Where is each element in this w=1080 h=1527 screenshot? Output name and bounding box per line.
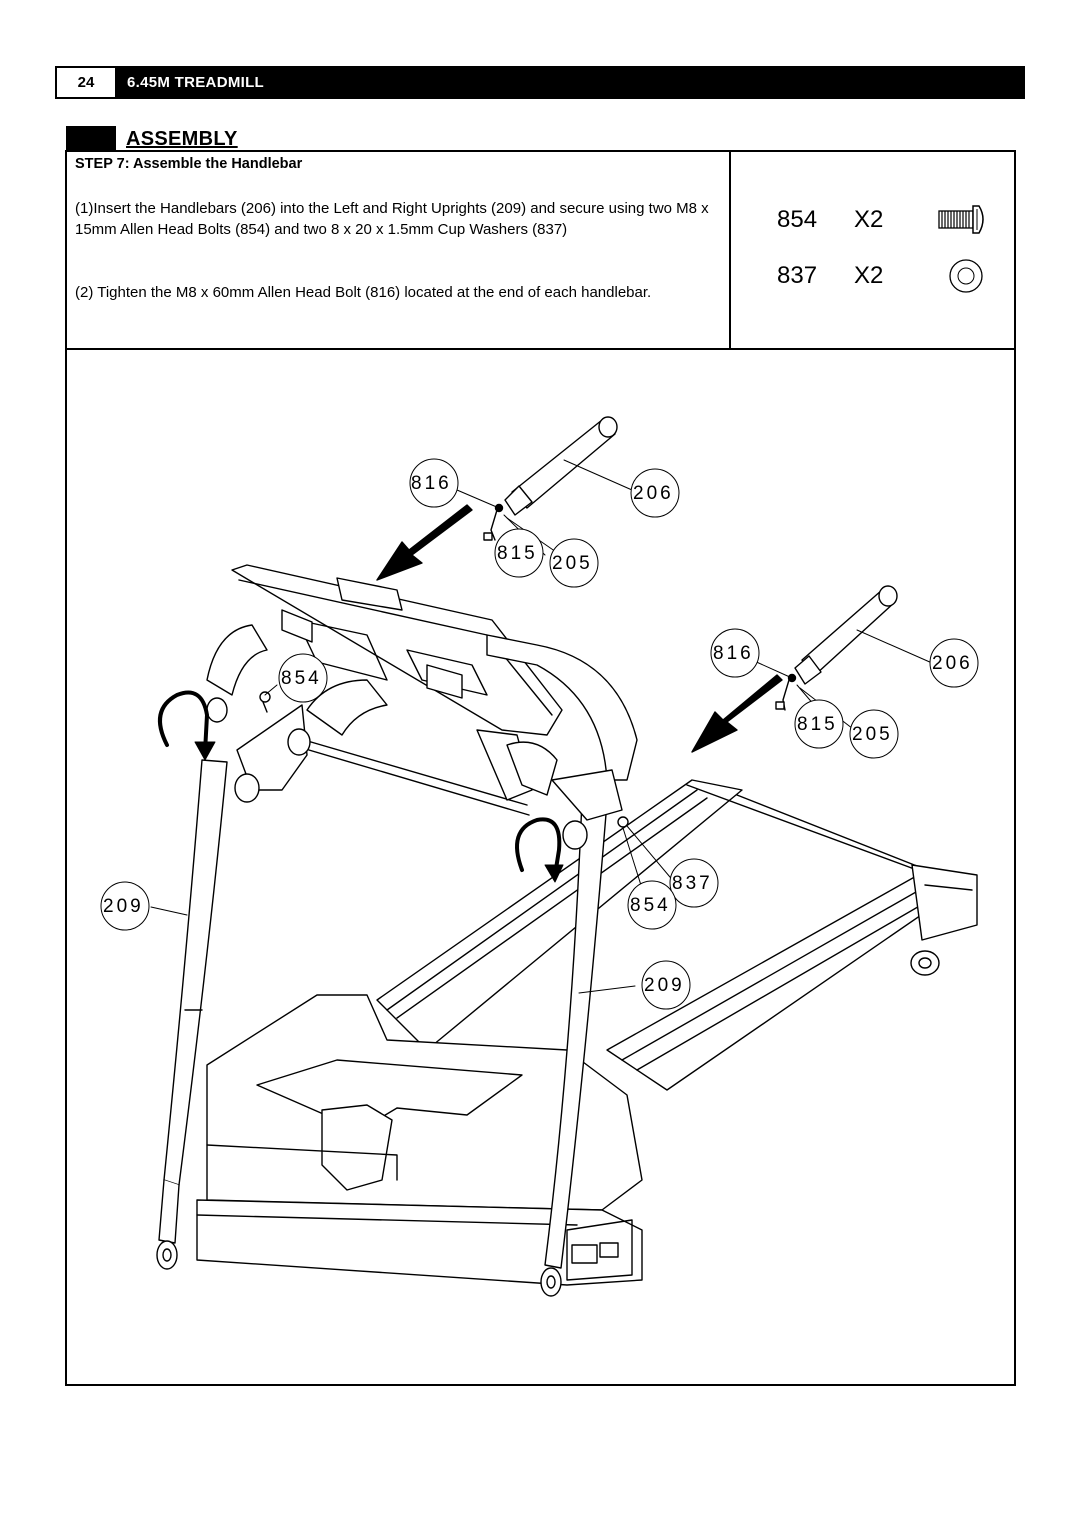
treadmill-deck	[376, 779, 978, 1091]
instruction-box: STEP 7: Assemble the Handlebar (1)Insert…	[65, 150, 1016, 350]
callout-209-left: 209	[100, 881, 150, 931]
callout-label: 209	[644, 975, 685, 996]
treadmill-drawing: 816 206 815 205 816 206	[100, 416, 979, 1297]
callout-label: 209	[103, 896, 144, 917]
handlebar-top	[483, 416, 618, 541]
assembly-diagram: 816 206 815 205 816 206	[65, 348, 1016, 1386]
section-marker-block	[66, 126, 116, 152]
callout-837: 837	[669, 858, 719, 908]
console	[206, 564, 638, 816]
callout-206-right: 206	[929, 638, 979, 688]
callout-label: 815	[797, 714, 838, 735]
callout-label: 205	[552, 553, 593, 574]
hardware-quantity: X2	[854, 262, 884, 289]
document-title: 6.45M TREADMILL	[127, 74, 265, 91]
callout-label: 815	[497, 543, 538, 564]
bolt-icon	[938, 205, 984, 234]
page-number: 24	[57, 68, 115, 97]
right-bracket	[551, 769, 629, 850]
callout-label: 854	[630, 895, 671, 916]
callout-label: 816	[411, 473, 452, 494]
callout-815-right: 815	[794, 699, 844, 749]
callout-label: 206	[633, 483, 674, 504]
left-bracket	[206, 691, 311, 803]
page-header: 24 6.45M TREADMILL	[55, 66, 1025, 99]
callout-854-right: 854	[627, 880, 677, 930]
instruction-text-panel: STEP 7: Assemble the Handlebar (1)Insert…	[67, 152, 731, 348]
instruction-1: (1)Insert the Handlebars (206) into the …	[75, 200, 709, 238]
step-title: STEP 7: Assemble the Handlebar	[75, 156, 303, 172]
callouts: 816 206 815 205 816 206	[100, 458, 979, 1010]
motor-hood	[196, 994, 643, 1286]
handlebar-right	[775, 585, 898, 711]
hardware-quantity: X2	[854, 206, 884, 233]
direction-arrows	[376, 504, 783, 753]
section-title: ASSEMBLY	[126, 128, 238, 150]
callout-label: 206	[932, 653, 973, 674]
callout-854-left: 854	[278, 653, 328, 703]
callout-816-right: 816	[710, 628, 760, 678]
callout-label: 837	[672, 873, 713, 894]
left-upright	[156, 759, 228, 1270]
callout-205-right: 205	[849, 709, 899, 759]
callout-816-top: 816	[409, 458, 459, 508]
callout-209-right: 209	[641, 960, 691, 1010]
hardware-part-number: 837	[777, 262, 818, 289]
callout-206-top: 206	[630, 468, 680, 518]
instruction-2: (2) Tighten the M8 x 60mm Allen Head Bol…	[75, 284, 652, 301]
callout-205-top: 205	[549, 538, 599, 588]
right-upright	[540, 799, 608, 1297]
washer-icon	[949, 259, 983, 293]
rotation-arrows	[158, 690, 564, 883]
callout-label: 854	[281, 668, 322, 689]
callout-label: 816	[713, 643, 754, 664]
hardware-part-number: 854	[777, 206, 818, 233]
callout-815-top: 815	[494, 528, 544, 578]
callout-label: 205	[852, 724, 893, 745]
